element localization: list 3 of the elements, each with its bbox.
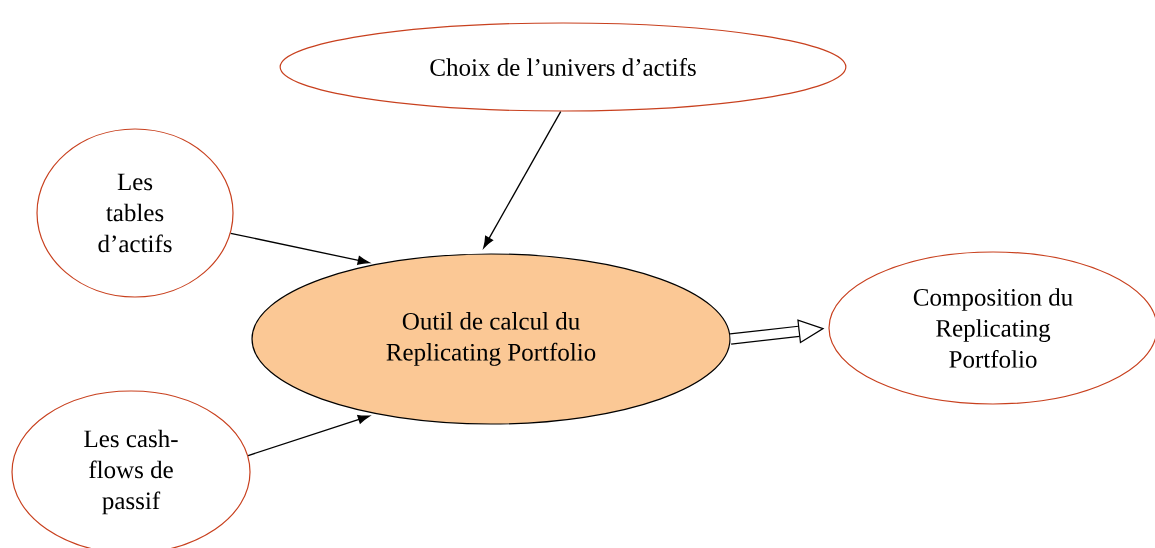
arrow (230, 232, 370, 265)
arrow (247, 415, 370, 457)
arrow (483, 110, 562, 249)
